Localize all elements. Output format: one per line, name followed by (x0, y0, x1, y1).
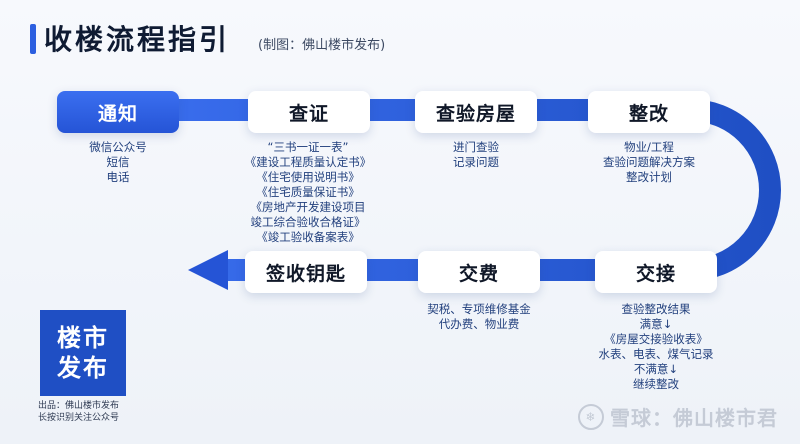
desc-line: 电话 (106, 170, 130, 184)
desc-line: 查验整改结果 (621, 302, 691, 316)
step-label: 查验房屋 (435, 102, 516, 125)
logo-foot-line: 长按识别关注公众号 (38, 413, 120, 423)
step-sign-keys: 签收钥匙 (245, 251, 367, 293)
logo-foot-line: 出品：佛山楼市发布 (38, 401, 120, 411)
step-notify-desc: 微信公众号 短信 电话 (58, 140, 178, 185)
logo-line: 发布 (57, 354, 109, 382)
desc-line: 不满意↓ (633, 362, 679, 376)
watermark: ❄ 雪球：佛山楼市君 (578, 402, 778, 431)
desc-line: 整改计划 (626, 170, 672, 184)
desc-line: 水表、电表、煤气记录 (598, 347, 714, 361)
step-check-docs-desc: “三书一证一表” 《建设工程质量认定书》 《住宅使用说明书》 《住宅质量保证书》… (218, 140, 398, 245)
page-subtitle: (制图：佛山楼市发布) (258, 38, 386, 53)
desc-line: “三书一证一表” (267, 140, 349, 154)
desc-line: 进门查验 (453, 140, 499, 154)
title-accent-bar (30, 24, 36, 54)
step-label: 交接 (635, 262, 676, 285)
desc-line: 短信 (106, 155, 130, 169)
desc-line: 微信公众号 (89, 140, 147, 154)
brand-logo: 楼市 发布 (40, 310, 126, 396)
step-inspect-house-desc: 进门查验 记录问题 (415, 140, 537, 170)
step-label: 签收钥匙 (265, 262, 346, 285)
step-label: 查证 (288, 102, 329, 125)
desc-line: 记录问题 (453, 155, 499, 169)
desc-line: 竣工综合验收合格证》 (250, 215, 366, 229)
step-inspect-house: 查验房屋 (415, 91, 537, 133)
flow-arrowhead (188, 250, 228, 290)
step-label: 整改 (628, 102, 669, 125)
page-title: 收楼流程指引 (44, 23, 231, 56)
flow-track (120, 99, 781, 281)
step-rectify-desc: 物业/工程 查验问题解决方案 整改计划 (574, 140, 724, 185)
desc-line: 《住宅质量保证书》 (256, 185, 360, 199)
watermark-text: 雪球：佛山楼市君 (610, 406, 778, 430)
desc-line: 物业/工程 (624, 140, 674, 154)
desc-line: 继续整改 (633, 377, 679, 391)
step-pay-fees-desc: 契税、专项维修基金 代办费、物业费 (404, 302, 554, 332)
desc-line: 《房屋交接验收表》 (604, 332, 708, 346)
step-check-docs: 查证 (248, 91, 370, 133)
step-notify: 通知 (57, 91, 179, 133)
step-handover-desc: 查验整改结果 满意↓ 《房屋交接验收表》 水表、电表、煤气记录 不满意↓ 继续整… (576, 302, 736, 392)
logo-line: 楼市 (57, 324, 109, 352)
step-label: 交费 (458, 262, 499, 285)
step-rectify: 整改 (588, 91, 710, 133)
step-pay-fees: 交费 (418, 251, 540, 293)
snowball-icon: ❄ (578, 403, 604, 430)
desc-line: 代办费、物业费 (438, 317, 520, 331)
desc-line: 契税、专项维修基金 (427, 302, 531, 316)
desc-line: 查验问题解决方案 (603, 155, 695, 169)
desc-line: 满意↓ (639, 317, 673, 331)
desc-line: 《房地产开发建设项目 (250, 200, 366, 214)
desc-line: 《竣工验收备案表》 (256, 230, 360, 244)
desc-line: 《住宅使用说明书》 (256, 170, 360, 184)
step-handover: 交接 (595, 251, 717, 293)
desc-line: 《建设工程质量认定书》 (244, 155, 372, 169)
logo-footer: 出品：佛山楼市发布 长按识别关注公众号 (38, 400, 119, 424)
step-label: 通知 (97, 102, 138, 125)
